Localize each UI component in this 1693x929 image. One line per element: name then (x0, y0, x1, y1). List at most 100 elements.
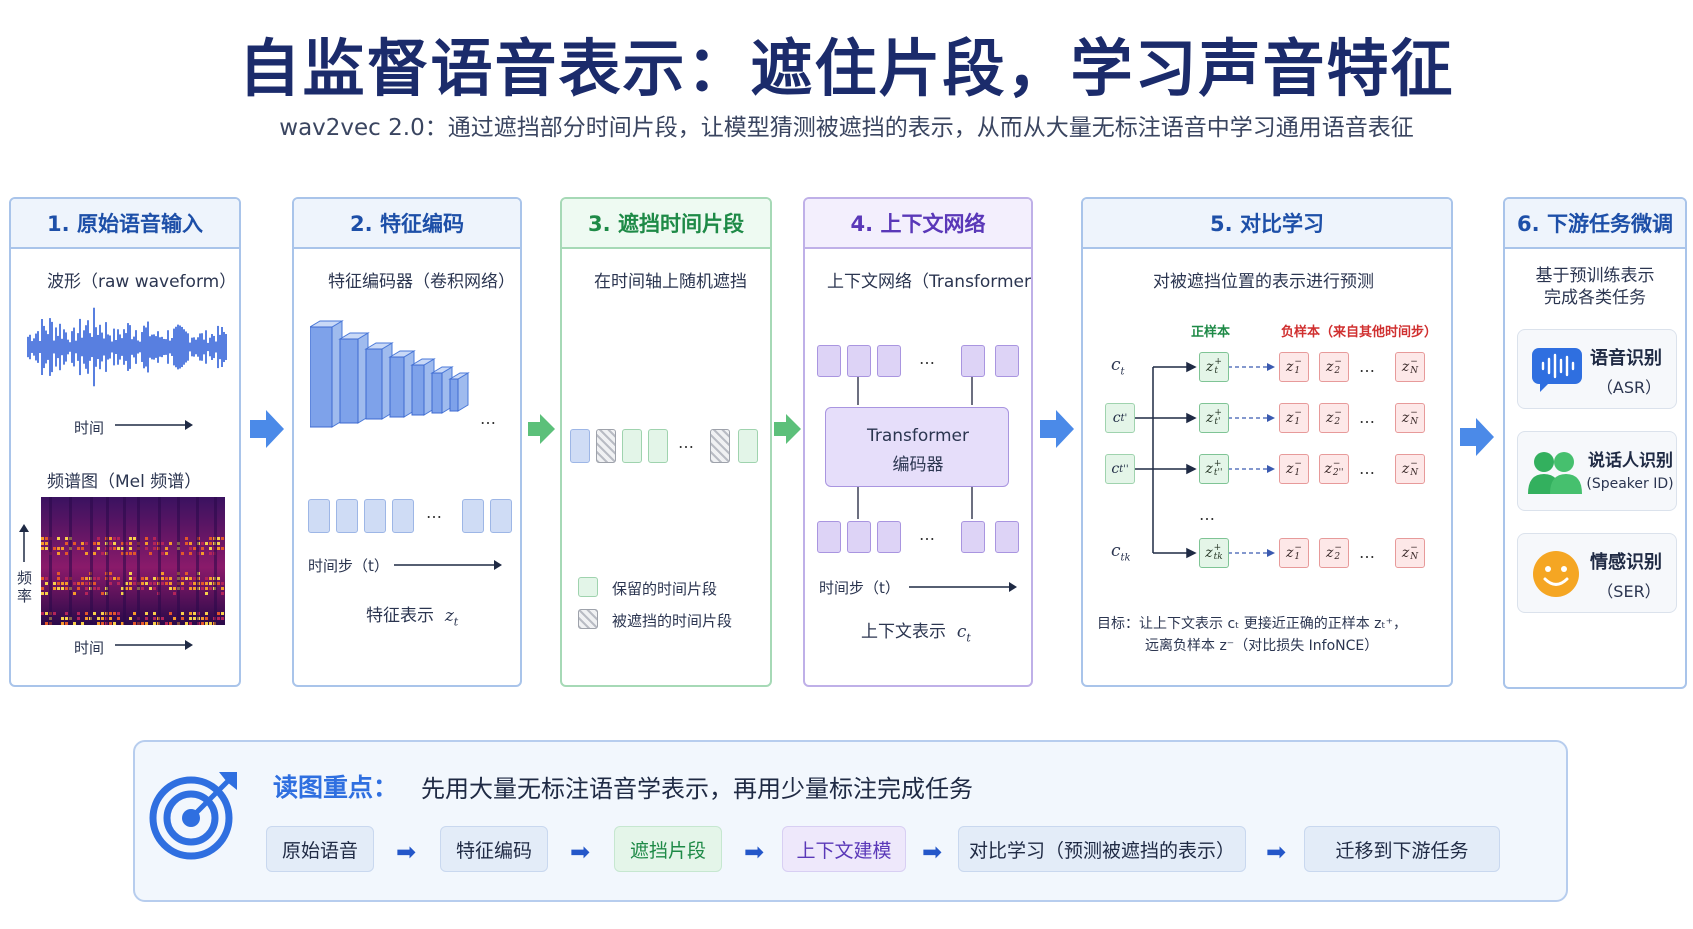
page-subtitle: wav2vec 2.0：通过遮挡部分时间片段，让模型猜测被遮挡的表示，从而从大量… (279, 115, 1414, 141)
positive-sample: z+tk (1199, 538, 1229, 568)
mel-spectrogram (41, 497, 225, 625)
negative-sample: z−1 (1279, 352, 1309, 382)
time-axis-label-2: 时间 (74, 639, 105, 657)
negative-sample: z−2 (1319, 538, 1349, 568)
encoder-label-zh: 编码器 (892, 455, 944, 475)
flow-arrow-icon: ➡ (1266, 838, 1287, 866)
flow-arrow-icon (1040, 410, 1074, 448)
time-arrow-icon (115, 420, 193, 430)
flow-arrow-icon: ➡ (396, 838, 417, 866)
ellipsis: … (919, 349, 937, 368)
page-title: 自监督语音表示：遮住片段，学习声音特征 (238, 32, 1455, 105)
people-icon (1528, 452, 1582, 494)
transformer-encoder-block: Transformer 编码器 (825, 407, 1009, 487)
feature-repr-label: 特征表示 zt (366, 606, 459, 629)
task-card-asr[interactable]: 语音识别 （ASR） (1517, 329, 1677, 409)
task-code: （SER） (1597, 582, 1661, 601)
ellipsis: … (1359, 357, 1377, 376)
contrastive-subtitle: 对被遮挡位置的表示进行预测 (1153, 272, 1374, 292)
ellipsis: … (426, 503, 444, 522)
masked-segment (596, 429, 616, 463)
summary-heading: 读图重点： (273, 773, 399, 802)
flow-step-raw-audio: 原始语音 (266, 826, 374, 872)
negative-sample: z−2 (1319, 403, 1349, 433)
negative-sample: z−N (1395, 454, 1425, 484)
legend-kept-swatch (578, 577, 598, 597)
task-code: （ASR） (1596, 378, 1662, 397)
positive-label: 正样本 (1191, 325, 1231, 340)
feature-box (490, 499, 512, 533)
negative-sample: z−2'' (1319, 454, 1349, 484)
negative-label: 负样本（来自其他时间步） (1281, 325, 1438, 340)
task-card-speaker-id[interactable]: 说话人识别 (Speaker ID) (1517, 431, 1677, 511)
context-token-box (995, 345, 1019, 377)
downstream-subtitle-2: 完成各类任务 (1544, 288, 1646, 308)
freq-axis-label: 频率 (17, 569, 33, 605)
encoder-label-en: Transformer (866, 426, 969, 446)
downstream-subtitle-1: 基于预训练表示 (1535, 266, 1655, 286)
freq-arrow-icon (19, 524, 29, 562)
ellipsis: … (678, 433, 696, 452)
waveform-graphic (27, 307, 227, 387)
panel-title: 3. 遮挡时间片段 (562, 199, 770, 249)
timestep-label: 时间步（t） (308, 557, 389, 575)
negative-sample: z−N (1395, 403, 1425, 433)
flow-step-masking: 遮挡片段 (614, 826, 722, 872)
negative-sample: z−1 (1279, 403, 1309, 433)
kept-segment (648, 429, 668, 463)
context-repr-label: 上下文表示 ct (861, 622, 971, 645)
flow-step-contrastive: 对比学习（预测被遮挡的表示） (958, 826, 1246, 872)
panel-title: 5. 对比学习 (1083, 199, 1451, 249)
panel-title: 2. 特征编码 (294, 199, 520, 249)
task-name: 语音识别 (1590, 348, 1662, 369)
feature-box (308, 499, 330, 533)
input-token-box (877, 521, 901, 553)
masked-segment (710, 429, 730, 463)
ellipsis: … (1359, 459, 1377, 478)
negative-sample: z−1 (1279, 454, 1309, 484)
feature-box (462, 499, 484, 533)
kept-segment (622, 429, 642, 463)
input-token-box (961, 521, 985, 553)
context-token-box (877, 345, 901, 377)
feature-box (364, 499, 386, 533)
ellipsis: … (1359, 408, 1377, 427)
task-card-ser[interactable]: 情感识别 （SER） (1517, 533, 1677, 613)
spectrogram-label: 频谱图（Mel 频谱） (47, 472, 202, 492)
ellipsis: … (1359, 543, 1377, 562)
flow-arrow-icon (528, 414, 555, 444)
panel-title: 6. 下游任务微调 (1505, 199, 1685, 249)
waveform-label: 波形（raw waveform） (47, 272, 237, 292)
negative-sample: z−N (1395, 352, 1425, 382)
target-icon (149, 772, 237, 860)
negative-sample: z−1 (1279, 538, 1309, 568)
timestep-arrow-icon (394, 560, 502, 570)
flow-arrow-icon: ➡ (570, 838, 591, 866)
goal-line-2: 远离负样本 z⁻（对比损失 InfoNCE） (1145, 638, 1379, 654)
goal-line-1: 目标：让上下文表示 cₜ 更接近正确的正样本 zₜ⁺， (1097, 616, 1408, 632)
feature-box (392, 499, 414, 533)
context-token-box (847, 345, 871, 377)
task-code: (Speaker ID) (1586, 476, 1674, 492)
positive-sample: z+t'' (1199, 454, 1229, 484)
context-subtitle: 上下文网络（Transformer） (827, 272, 1033, 292)
transformer-connections (857, 375, 973, 519)
encoder-subtitle: 特征编码器（卷积网络） (328, 272, 515, 292)
conv-layers-graphic (310, 320, 470, 428)
panel-title: 4. 上下文网络 (805, 199, 1031, 249)
context-vector: ct (1111, 355, 1125, 378)
flow-step-feature-encoding: 特征编码 (440, 826, 548, 872)
summary-box: 读图重点： 先用大量无标注语音学表示，再用少量标注完成任务 (133, 740, 1568, 902)
feature-box (336, 499, 358, 533)
flow-arrow-icon (250, 410, 284, 448)
kept-segment (738, 429, 758, 463)
panel-title: 1. 原始语音输入 (11, 199, 239, 249)
legend-masked-swatch (578, 609, 598, 629)
input-token-box (817, 521, 841, 553)
time-arrow-icon-2 (115, 640, 193, 650)
flow-arrow-icon (1460, 418, 1494, 456)
flow-step-transfer: 迁移到下游任务 (1304, 826, 1500, 872)
panel-contrastive: 5. 对比学习 对被遮挡位置的表示进行预测 正样本 负样本（来自其他时间步） c… (1081, 197, 1453, 687)
